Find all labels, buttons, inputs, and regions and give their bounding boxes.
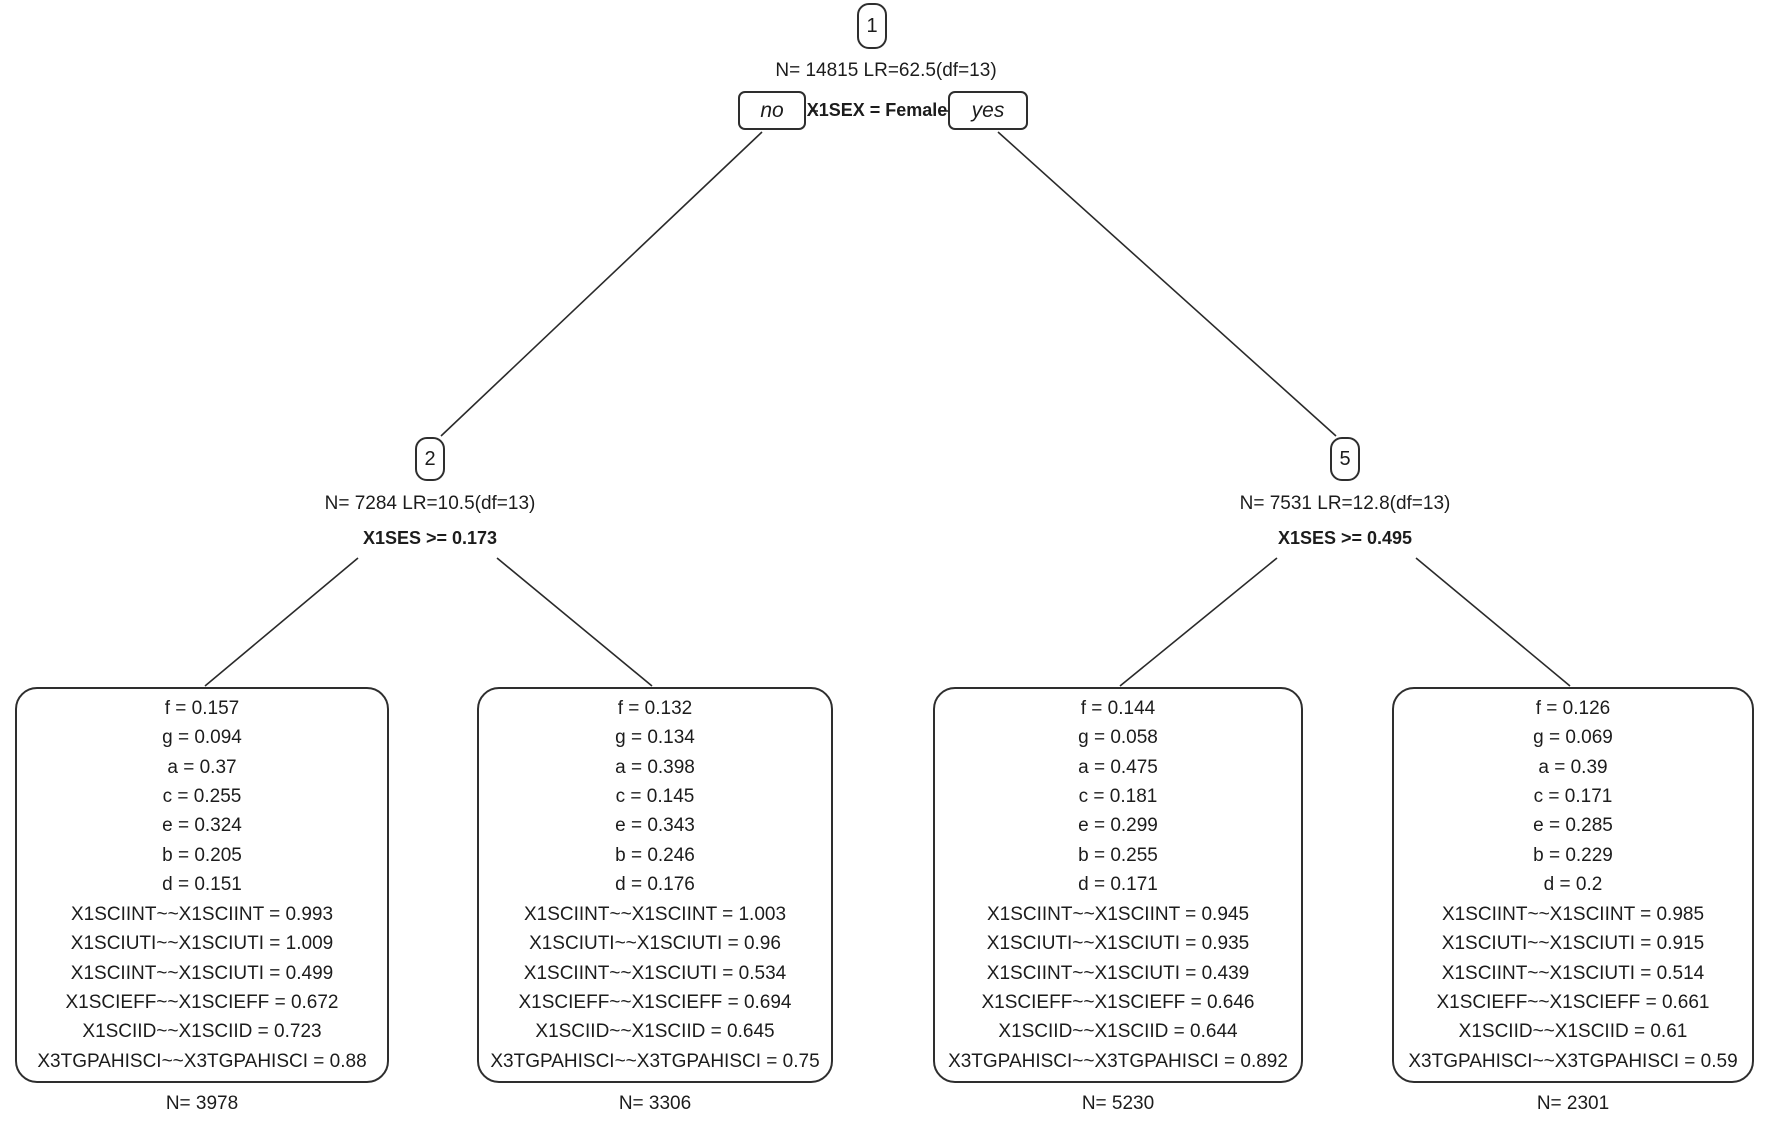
- leaf-3-n-label: N= 5230: [1081, 1093, 1155, 1114]
- leaf-line: d = 0.176: [615, 874, 695, 896]
- node-5-stats: N= 7531 LR=12.8(df=13): [1239, 493, 1451, 514]
- leaf-line: X1SCIINT~~X1SCIUTI = 0.499: [70, 962, 334, 984]
- edge-root-yes-to-node5: [997, 131, 1337, 437]
- leaf-line: X1SCIINT~~X1SCIINT = 0.985: [1441, 903, 1705, 925]
- leaf-line: b = 0.255: [1078, 844, 1158, 866]
- leaf-line: e = 0.285: [1533, 815, 1613, 837]
- leaf-line: X1SCIINT~~X1SCIUTI = 0.439: [986, 962, 1250, 984]
- leaf-line: X1SCIEFF~~X1SCIEFF = 0.646: [981, 991, 1255, 1013]
- leaf-line: X3TGPAHISCI~~X3TGPAHISCI = 0.75: [490, 1050, 820, 1072]
- edge-node2-to-leaf2: [496, 557, 653, 687]
- node-2-stats: N= 7284 LR=10.5(df=13): [324, 493, 536, 514]
- leaf-line: X3TGPAHISCI~~X3TGPAHISCI = 0.59: [1408, 1050, 1738, 1072]
- leaf-line: X1SCIEFF~~X1SCIEFF = 0.694: [518, 991, 792, 1013]
- node-1-stats: N= 14815 LR=62.5(df=13): [775, 60, 997, 81]
- leaf-line: e = 0.299: [1078, 815, 1158, 837]
- leaf-line: X1SCIINT~~X1SCIINT = 0.945: [986, 903, 1250, 925]
- leaf-line: d = 0.171: [1078, 874, 1158, 896]
- node-5-badge: 5: [1330, 437, 1360, 481]
- leaf-1-n-label: N= 3978: [165, 1093, 239, 1114]
- leaf-line: b = 0.229: [1533, 844, 1613, 866]
- leaf-line: c = 0.171: [1533, 786, 1613, 808]
- leaf-line: X1SCIUTI~~X1SCIUTI = 0.935: [986, 933, 1250, 955]
- leaf-line: d = 0.151: [162, 874, 242, 896]
- leaf-line: X1SCIINT~~X1SCIINT = 1.003: [523, 903, 787, 925]
- edge-root-no-to-node2: [440, 131, 763, 437]
- leaf-box-4: f = 0.126 g = 0.069 a = 0.39 c = 0.171 e = 0…: [1392, 687, 1754, 1083]
- leaf-line: a = 0.39: [1538, 756, 1608, 778]
- edge-node2-to-leaf1: [204, 557, 359, 687]
- leaf-line: X1SCIUTI~~X1SCIUTI = 0.96: [529, 933, 781, 955]
- leaf-line: X1SCIID~~X1SCIID = 0.61: [1458, 1021, 1688, 1043]
- leaf-line: f = 0.126: [1535, 697, 1611, 719]
- leaf-line: f = 0.157: [164, 697, 240, 719]
- leaf-line: g = 0.058: [1078, 727, 1158, 749]
- leaf-line: a = 0.475: [1078, 756, 1158, 778]
- leaf-4-n-label: N= 2301: [1536, 1093, 1610, 1114]
- leaf-line: b = 0.246: [615, 844, 695, 866]
- leaf-line: g = 0.069: [1533, 727, 1613, 749]
- leaf-line: b = 0.205: [162, 844, 242, 866]
- leaf-line: a = 0.37: [167, 756, 237, 778]
- leaf-line: c = 0.145: [615, 786, 695, 808]
- edge-node5-to-leaf4: [1415, 557, 1571, 687]
- leaf-box-2: f = 0.132 g = 0.134 a = 0.398 c = 0.145 e = …: [477, 687, 833, 1083]
- node-1-badge: 1: [857, 3, 887, 49]
- leaf-line: X1SCIID~~X1SCIID = 0.644: [998, 1021, 1238, 1043]
- leaf-line: X1SCIINT~~X1SCIINT = 0.993: [70, 903, 334, 925]
- leaf-line: X1SCIINT~~X1SCIUTI = 0.534: [523, 962, 787, 984]
- root-branch-yes-box: yes: [948, 91, 1028, 130]
- leaf-line: X1SCIID~~X1SCIID = 0.645: [535, 1021, 775, 1043]
- leaf-line: g = 0.134: [615, 727, 695, 749]
- leaf-line: X3TGPAHISCI~~X3TGPAHISCI = 0.88: [37, 1050, 367, 1072]
- leaf-2-n-label: N= 3306: [618, 1093, 692, 1114]
- root-split-label: X1SEX = Female: [806, 100, 948, 120]
- leaf-line: g = 0.094: [162, 727, 242, 749]
- leaf-line: X1SCIUTI~~X1SCIUTI = 1.009: [70, 933, 334, 955]
- leaf-line: X1SCIID~~X1SCIID = 0.723: [82, 1021, 322, 1043]
- leaf-line: f = 0.132: [617, 697, 693, 719]
- leaf-line: f = 0.144: [1080, 697, 1156, 719]
- leaf-line: X1SCIUTI~~X1SCIUTI = 0.915: [1441, 933, 1705, 955]
- leaf-line: e = 0.343: [615, 815, 695, 837]
- leaf-line: X1SCIEFF~~X1SCIEFF = 0.672: [65, 991, 339, 1013]
- node-2-badge: 2: [415, 437, 445, 481]
- leaf-line: X3TGPAHISCI~~X3TGPAHISCI = 0.892: [948, 1050, 1288, 1072]
- leaf-line: X1SCIINT~~X1SCIUTI = 0.514: [1441, 962, 1705, 984]
- leaf-box-3: f = 0.144 g = 0.058 a = 0.475 c = 0.181 e = …: [933, 687, 1303, 1083]
- edge-node5-to-leaf3: [1119, 557, 1278, 687]
- root-branch-no-box: no: [738, 91, 806, 130]
- leaf-line: X1SCIEFF~~X1SCIEFF = 0.661: [1436, 991, 1710, 1013]
- leaf-line: e = 0.324: [162, 815, 242, 837]
- leaf-line: a = 0.398: [615, 756, 695, 778]
- leaf-line: d = 0.2: [1543, 874, 1603, 896]
- node-2-split-label: X1SES >= 0.173: [362, 528, 498, 548]
- leaf-line: c = 0.255: [162, 786, 242, 808]
- node-5-split-label: X1SES >= 0.495: [1277, 528, 1413, 548]
- leaf-line: c = 0.181: [1078, 786, 1158, 808]
- leaf-box-1: f = 0.157 g = 0.094 a = 0.37 c = 0.255 e = 0…: [15, 687, 389, 1083]
